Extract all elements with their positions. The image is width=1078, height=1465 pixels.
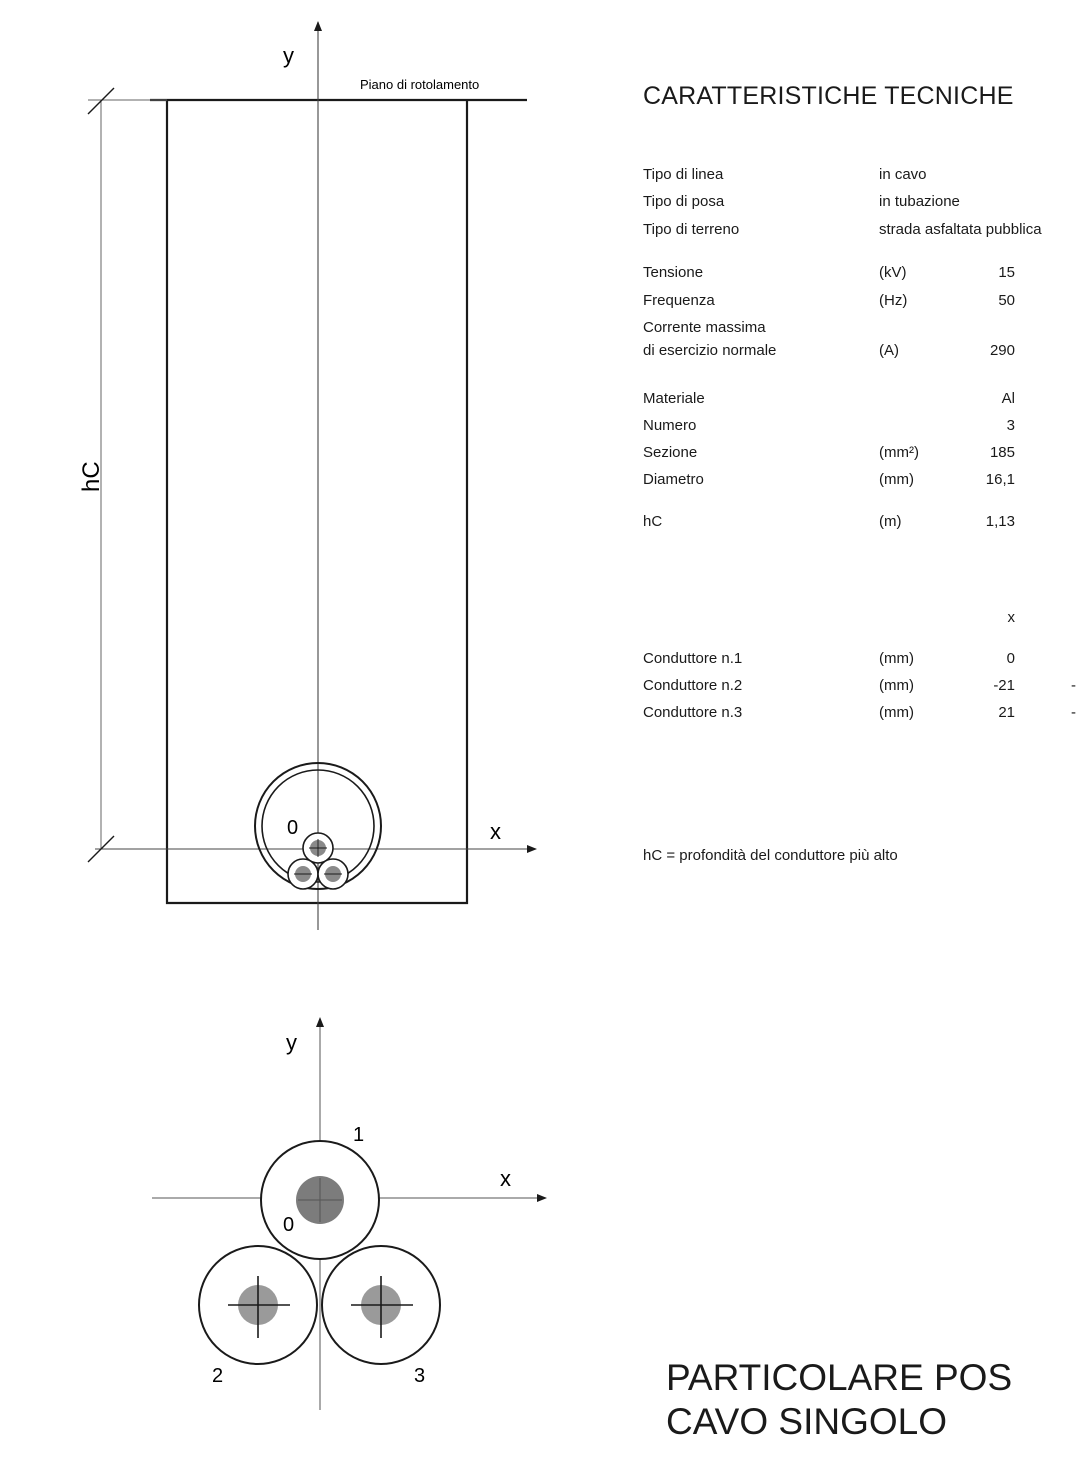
electrical-label: Tensione <box>643 264 704 281</box>
electrical-value: 50 <box>998 292 1015 309</box>
spec-value: strada asfaltata pubblica <box>879 221 1042 238</box>
conduit-inner <box>261 769 375 883</box>
conductor-label: Conduttore n.2 <box>643 677 743 694</box>
electrical-value: 15 <box>998 264 1015 281</box>
cable-label: Diametro <box>643 471 704 488</box>
cable-label: Sezione <box>643 444 698 461</box>
electrical-unit: (kV) <box>879 264 907 281</box>
conduit-outer <box>254 762 382 890</box>
conductor-unit: (mm) <box>879 704 914 721</box>
conduit-cable-1 <box>302 832 334 864</box>
cable-3 <box>321 1245 441 1365</box>
spec-value: in tubazione <box>879 193 960 210</box>
depth-tick-top <box>87 87 115 115</box>
conductor-x: -21 <box>993 677 1015 694</box>
electrical-unit: (A) <box>879 342 899 359</box>
x-axis-label: x <box>490 819 501 844</box>
trench-diagram: y x 0 Piano di rotolamento hC <box>78 21 537 930</box>
cable-value: 185 <box>989 444 1015 461</box>
trefoil-diagram: y x 0 1 2 3 <box>152 1017 547 1410</box>
cable-label: Numero <box>643 417 697 434</box>
spec-label: Tipo di posa <box>643 193 725 210</box>
detail-x-label: x <box>500 1166 511 1191</box>
cable-value: 16,1 <box>985 471 1015 488</box>
cable-unit: (mm) <box>879 471 914 488</box>
depth-tick-bottom <box>87 835 115 863</box>
electrical-label: Frequenza <box>643 292 715 309</box>
spec-value: in cavo <box>879 166 927 183</box>
y-axis-label: y <box>283 43 294 68</box>
surface-label: Piano di rotolamento <box>360 77 479 92</box>
cable-2-label: 2 <box>212 1365 223 1387</box>
trench-outline <box>165 100 469 905</box>
conductor-x: 21 <box>998 704 1015 721</box>
conductor-x: 0 <box>1006 650 1015 667</box>
spec-label: Tipo di terreno <box>643 221 740 238</box>
conductor-label: Conduttore n.1 <box>643 650 743 667</box>
cable-value: 1,13 <box>985 513 1015 530</box>
depth-note: hC = profondità del conduttore più alto <box>643 847 898 864</box>
cable-unit: (m) <box>879 513 902 530</box>
cable-3-label: 3 <box>414 1365 425 1387</box>
detail-origin-label: 0 <box>283 1214 294 1236</box>
cable-1 <box>260 1140 380 1260</box>
section-title: CARATTERISTICHE TECNICHE <box>643 82 1014 110</box>
conductor-y-fragment: - <box>1071 677 1076 694</box>
depth-label: hC <box>78 461 105 492</box>
cable-label: hC <box>643 513 663 530</box>
conduit-cable-3 <box>317 858 349 890</box>
conductor-label: Conduttore n.3 <box>643 704 743 721</box>
conduit-cable-2 <box>287 858 319 890</box>
drawing-title-line2: CAVO SINGOLO <box>666 1401 947 1442</box>
coords-header-x: x <box>1007 609 1016 626</box>
conductor-unit: (mm) <box>879 650 914 667</box>
electrical-label-line2: di esercizio normale <box>643 342 777 359</box>
cable-label: Materiale <box>643 390 705 407</box>
electrical-label: Corrente massima <box>643 319 766 336</box>
electrical-unit: (Hz) <box>879 292 908 309</box>
cable-unit: (mm²) <box>879 444 919 461</box>
cable-value: Al <box>1001 390 1015 407</box>
drawing-title-line1: PARTICOLARE POS <box>666 1357 1013 1398</box>
cable-1-label: 1 <box>353 1124 364 1146</box>
conductor-y-fragment: - <box>1071 704 1076 721</box>
origin-label: 0 <box>287 817 298 839</box>
cable-value: 3 <box>1006 417 1015 434</box>
conductor-unit: (mm) <box>879 677 914 694</box>
cable-2 <box>198 1245 318 1365</box>
detail-y-label: y <box>286 1030 297 1055</box>
electrical-value: 290 <box>989 342 1015 359</box>
spec-label: Tipo di linea <box>643 166 724 183</box>
